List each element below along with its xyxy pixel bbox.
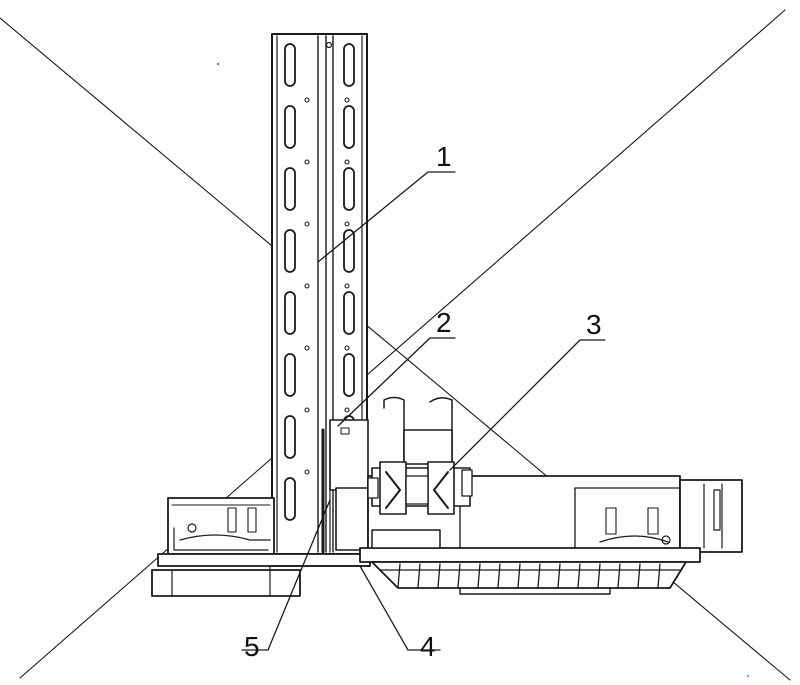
mast-slot bbox=[284, 477, 296, 521]
mast-slot bbox=[284, 291, 296, 335]
grate-bar bbox=[437, 563, 441, 588]
mast-slot bbox=[284, 167, 296, 211]
grate-bottom bbox=[371, 561, 687, 595]
mast-slot bbox=[284, 415, 296, 459]
column-insert bbox=[321, 419, 369, 554]
speck bbox=[747, 675, 749, 677]
grate-bar bbox=[617, 563, 621, 588]
grate-bar bbox=[577, 563, 581, 588]
grate-bar bbox=[397, 563, 401, 588]
callout-2: 2 bbox=[436, 307, 452, 338]
grate-bar bbox=[497, 563, 501, 588]
mast-slot bbox=[343, 167, 355, 211]
grate-bar bbox=[597, 563, 601, 588]
grate-bar bbox=[517, 563, 521, 588]
mast-hole bbox=[344, 345, 350, 351]
mast-slot bbox=[284, 105, 296, 149]
callout-3: 3 bbox=[586, 309, 602, 340]
leader-line-5 bbox=[241, 499, 331, 651]
mast-slot bbox=[284, 353, 296, 397]
grate-bar bbox=[477, 563, 481, 588]
grate-bar bbox=[637, 563, 641, 588]
mast-slot bbox=[343, 43, 355, 87]
mast-holes bbox=[304, 97, 350, 475]
mast-hole bbox=[344, 283, 350, 289]
callout-1: 1 bbox=[436, 141, 452, 172]
mast-hole bbox=[344, 159, 350, 165]
grate-bar bbox=[557, 563, 561, 588]
mast-slot bbox=[284, 229, 296, 273]
grate-bar bbox=[537, 563, 541, 588]
mast-slot bbox=[343, 291, 355, 335]
mast-hole bbox=[304, 221, 310, 227]
grate-bar bbox=[417, 563, 421, 588]
mast-hole bbox=[304, 97, 310, 103]
leader-line-3 bbox=[449, 339, 606, 471]
leader-line-1 bbox=[317, 171, 456, 263]
grate-bar bbox=[657, 563, 661, 588]
mast-slot bbox=[343, 105, 355, 149]
mast-hole bbox=[344, 97, 350, 103]
callout-5: 5 bbox=[244, 631, 260, 662]
mast-slot bbox=[343, 353, 355, 397]
mast-hole bbox=[304, 345, 310, 351]
callout-labels: 1 2 3 4 5 bbox=[244, 141, 602, 662]
leader-line-2 bbox=[337, 337, 456, 427]
mast-slots-left bbox=[284, 43, 296, 521]
mast-hole bbox=[304, 159, 310, 165]
mast-hole bbox=[344, 221, 350, 227]
leader-line-4 bbox=[359, 565, 441, 651]
leader-lines bbox=[241, 171, 606, 651]
grate-bar bbox=[457, 563, 461, 588]
callout-4: 4 bbox=[420, 631, 436, 662]
roller-assembly bbox=[367, 396, 473, 549]
mast-hole bbox=[304, 283, 310, 289]
mast-hole bbox=[304, 469, 310, 475]
mast-slot bbox=[284, 43, 296, 87]
mast-hole bbox=[304, 407, 310, 413]
grate-bars bbox=[397, 563, 661, 588]
mast-slot bbox=[343, 229, 355, 273]
speck bbox=[217, 63, 219, 65]
mast-hole bbox=[344, 407, 350, 413]
base-frame bbox=[151, 475, 743, 597]
